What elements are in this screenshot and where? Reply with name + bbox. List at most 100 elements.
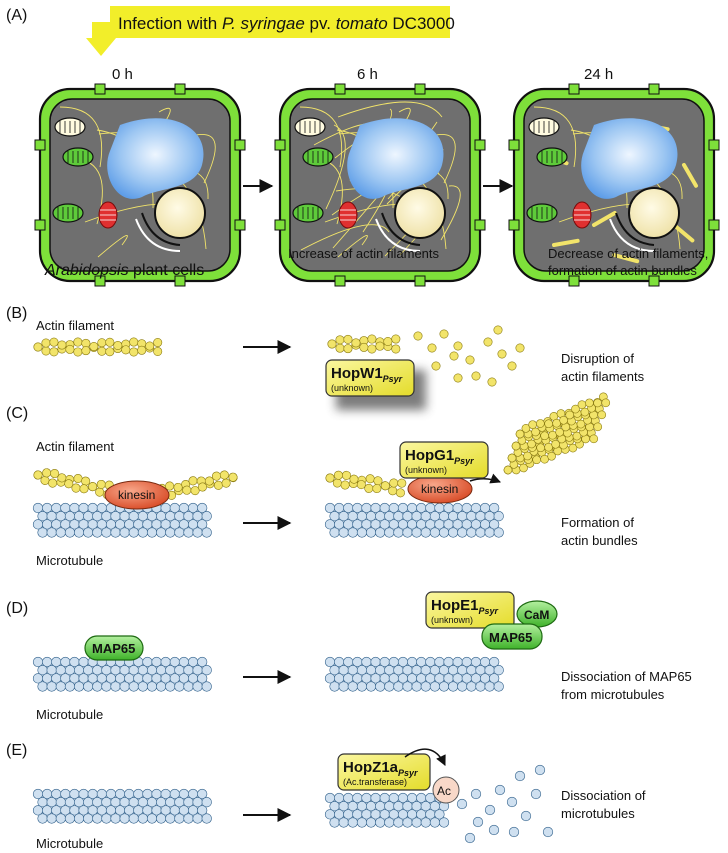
tubulin-bead <box>434 809 445 820</box>
tubulin-bead-free <box>534 764 546 776</box>
nucleus <box>347 118 444 199</box>
tubulin-bead-free <box>472 816 484 828</box>
actin-bead <box>395 488 405 498</box>
actin-bead <box>389 478 399 488</box>
tubulin-bead <box>466 681 477 692</box>
actin-bundle-stroke <box>592 211 617 227</box>
actin-strand <box>195 133 216 184</box>
tubulin-bead <box>356 817 368 828</box>
actin-strand <box>299 106 343 168</box>
tubulin-bead <box>156 527 167 538</box>
actin-bead <box>64 479 74 489</box>
tubulin-bead <box>201 797 212 808</box>
actin-bead <box>335 335 345 345</box>
acetylation-arrow <box>404 748 446 766</box>
actin-bead-free <box>515 343 525 353</box>
microtubule-c-left <box>32 502 212 538</box>
tubulin-bead <box>329 527 340 538</box>
tubulin-bead <box>411 817 422 828</box>
actin-bead <box>197 482 207 492</box>
tubulin-bead <box>73 681 85 692</box>
actin-bead <box>105 347 115 357</box>
actin-bead <box>372 484 382 494</box>
tubulin-bead <box>83 527 94 538</box>
tubulin-bead <box>356 681 368 692</box>
acetyl-label: Ac <box>437 784 451 798</box>
cell-junction <box>34 219 46 231</box>
tubulin-bead <box>201 813 212 824</box>
map65-left-label: MAP65 <box>92 641 135 656</box>
actin-bead <box>536 443 545 453</box>
cell-junction <box>708 219 720 231</box>
tubulin-bead-free <box>470 788 482 800</box>
organelle-round <box>394 187 446 239</box>
map65-left <box>84 635 144 661</box>
tubulin-bead <box>83 681 94 692</box>
tubulin-bead <box>384 527 395 538</box>
tubulin-bead <box>448 527 459 538</box>
actin-bead <box>105 337 115 347</box>
actin-bead <box>365 474 375 484</box>
tubulin-bead <box>197 656 208 668</box>
actin-bead <box>96 479 106 489</box>
tubulin-bead <box>420 681 431 692</box>
tubulin-bead <box>110 681 121 692</box>
actin-strand <box>533 106 577 168</box>
actin-bead <box>121 345 131 355</box>
tubulin-bead <box>365 681 377 692</box>
tubulin-bead <box>329 817 340 828</box>
tubulin-bead <box>101 813 112 824</box>
actin-bead <box>97 338 107 348</box>
tubulin-bead <box>484 527 495 538</box>
tubulin-bead <box>489 519 500 530</box>
hopw1-box <box>325 359 415 397</box>
actin-bead <box>397 478 407 488</box>
tubulin-bead <box>73 527 85 538</box>
actin-bead <box>601 398 611 408</box>
actin-bead <box>343 344 353 354</box>
hopw1-name: HopW1Psyr <box>331 365 403 384</box>
tubulin-bead <box>197 519 208 530</box>
actin-bead <box>42 468 52 478</box>
tubulin-bead <box>338 681 349 692</box>
actin-bead <box>129 347 139 357</box>
tubulin-bead <box>429 817 440 828</box>
result-e-line2: microtubules <box>561 806 635 821</box>
actin-bead <box>41 338 51 348</box>
actin-bundle-stroke <box>552 238 580 247</box>
actin-bead <box>532 455 541 465</box>
tubulin-bead <box>201 511 212 522</box>
tubulin-bead <box>197 805 208 816</box>
panel-e: (E) Microtubule HopZ1aPsyr (Ac.transfera… <box>6 742 646 851</box>
actin-bead <box>340 480 350 490</box>
er-membrane <box>135 218 181 252</box>
tubulin-bead <box>338 527 349 538</box>
hopz1a-box <box>337 753 431 791</box>
tubulin-bead <box>156 681 167 692</box>
tubulin-bead <box>375 527 386 538</box>
er-membrane <box>141 212 181 246</box>
result-d-line2: from microtubules <box>561 687 665 702</box>
actin-bead <box>327 339 337 349</box>
actin-bead-free <box>487 377 497 387</box>
actin-bead <box>540 431 549 441</box>
actin-bead <box>349 474 359 484</box>
actin-bead-free <box>427 343 437 353</box>
kinesin-move-arrow <box>469 473 501 484</box>
time-24h: 24 h <box>584 66 613 83</box>
tubulin-bead <box>128 527 139 538</box>
tubulin-bead <box>457 681 468 692</box>
tubulin-bead <box>110 527 121 538</box>
hopg1-name: HopG1Psyr <box>405 447 474 466</box>
actin-bead-free <box>465 355 475 365</box>
tubulin-bead <box>174 527 185 538</box>
actin-bead <box>559 415 568 425</box>
actin-bead-free <box>493 325 503 335</box>
microtubule-label-e: Microtubule <box>36 836 103 851</box>
actin-bead <box>565 410 574 420</box>
actin-bead-free <box>453 341 463 351</box>
tubulin-bead <box>146 681 158 692</box>
actin-bead <box>49 337 59 347</box>
actin-bead <box>593 422 603 432</box>
caption-24h-line1: Decrease of actin filaments, <box>548 246 708 261</box>
